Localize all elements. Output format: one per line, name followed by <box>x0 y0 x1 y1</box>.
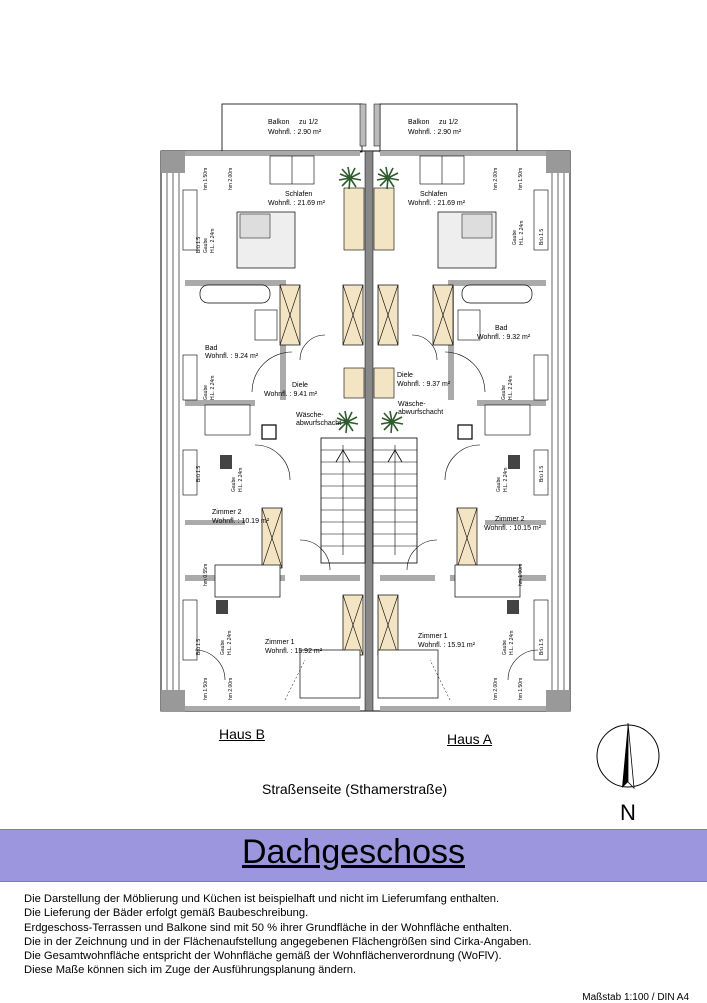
haus-a-label: Haus A <box>447 731 493 747</box>
haus-b-balcony-note: zu 1/2 <box>299 119 318 126</box>
gaube-label: Gaube <box>501 385 507 400</box>
note-line: Die in der Zeichnung und in der Flächena… <box>24 935 532 948</box>
haus-a-zimmer2-area: Wohnfl. : 10.15 m² <box>484 525 542 532</box>
note-line: Die Gesamtwohnfläche entspricht der Wohn… <box>24 950 502 963</box>
haus-b-diele-name: Diele <box>292 382 308 389</box>
headroom-label: H.L. 2.24m <box>503 468 509 492</box>
haus-b-zimmer1-name: Zimmer 1 <box>265 639 295 646</box>
haus-b-balcony-name: Balkon <box>268 119 290 126</box>
haus-a-diele-name: Diele <box>397 372 413 379</box>
gaube-label: Gaube <box>496 477 502 492</box>
scale-label: Maßstab 1:100 / DIN A4 <box>582 992 689 1003</box>
bru-label: Brü 1.5 <box>196 466 202 482</box>
headroom-label: H.L. 2.24m <box>227 631 233 655</box>
haus-b-zimmer2-name: Zimmer 2 <box>212 509 242 516</box>
haus-b-balcony-area: Wohnfl. : 2.90 m² <box>268 129 322 136</box>
balcony-haus-a <box>379 103 518 153</box>
haus-a-zimmer2-name: Zimmer 2 <box>495 516 525 523</box>
dim-label: hm 1.50m <box>203 678 209 700</box>
haus-b-schlafen-name: Schlafen <box>285 191 312 198</box>
haus-b-bad-area: Wohnfl. : 9.24 m² <box>205 353 259 360</box>
gaube-label: Gaube <box>231 477 237 492</box>
staircase-haus-b <box>320 437 366 564</box>
bru-label: Brü 1.5 <box>539 229 545 245</box>
bru-label: Brü 1.5 <box>196 237 202 253</box>
floor-title: Dachgeschoss <box>241 833 465 871</box>
haus-a-shaft: Wäsche-abwurfschacht <box>398 401 443 416</box>
haus-b-shaft: Wäsche-abwurfschacht <box>296 412 341 427</box>
haus-a-zimmer1-name: Zimmer 1 <box>418 633 448 640</box>
headroom-label: H.L. 2.24m <box>519 221 525 245</box>
dim-label: hm 1.50m <box>518 678 524 700</box>
haus-b-schlafen-area: Wohnfl. : 21.69 m² <box>268 200 326 207</box>
haus-b-label: Haus B <box>219 726 265 742</box>
street-side-label: Straßenseite (Sthamerstraße) <box>262 781 448 797</box>
haus-a-bad-name: Bad <box>495 325 508 332</box>
dim-label: hm 2.00m <box>493 678 499 700</box>
haus-b-bad-name: Bad <box>205 345 218 352</box>
haus-b-zimmer2-area: Wohnfl. : 10.19 m² <box>212 518 270 525</box>
dim-label: hm 1.00m <box>518 564 524 586</box>
dim-label: hm 1.50m <box>518 168 524 190</box>
gaube-label: Gaube <box>203 385 209 400</box>
haus-b-diele-area: Wohnfl. : 9.41 m² <box>264 391 318 398</box>
haus-a-schlafen-area: Wohnfl. : 21.69 m² <box>408 200 466 207</box>
note-line: Die Lieferung der Bäder erfolgt gemäß Ba… <box>24 907 309 920</box>
haus-a-zimmer1-area: Wohnfl. : 15.91 m² <box>418 642 476 649</box>
notes-block: Die Darstellung der Möblierung und Küche… <box>24 892 532 978</box>
dim-label: hm 0.55m <box>203 564 209 586</box>
headroom-label: H.L. 2.24m <box>509 631 515 655</box>
dim-label: hm 1.50m <box>203 168 209 190</box>
balcony-haus-b <box>221 103 363 153</box>
haus-a-bad-area: Wohnfl. : 9.32 m² <box>477 334 531 341</box>
haus-a-schlafen-name: Schlafen <box>420 191 447 198</box>
staircase-haus-a <box>372 437 418 564</box>
floor-plan: Balkon zu 1/2 Wohnfl. : 2.90 m² Schlafen… <box>160 103 660 790</box>
dim-label: hm 2.00m <box>228 678 234 700</box>
dim-label: hm 2.00m <box>228 168 234 190</box>
gaube-label: Gaube <box>220 640 226 655</box>
dim-label: hm 2.00m <box>493 168 499 190</box>
note-line: Diese Maße können sich im Zuge der Ausfü… <box>24 964 357 977</box>
title-band: Dachgeschoss <box>0 829 707 882</box>
haus-a-diele-area: Wohnfl. : 9.37 m² <box>397 381 451 388</box>
headroom-label: H.L. 2.24m <box>210 229 216 253</box>
note-line: Erdgeschoss-Terrassen und Balkone sind m… <box>24 921 512 934</box>
haus-b-zimmer1-area: Wohnfl. : 15.92 m² <box>265 648 323 655</box>
headroom-label: H.L. 2.24m <box>238 468 244 492</box>
gaube-label: Gaube <box>502 640 508 655</box>
note-line: Die Darstellung der Möblierung und Küche… <box>24 893 500 905</box>
haus-a-balcony-name: Balkon <box>408 119 430 126</box>
bru-label: Brü 1.5 <box>196 639 202 655</box>
headroom-label: H.L. 2.24m <box>210 376 216 400</box>
bru-label: Brü 1.5 <box>539 639 545 655</box>
haus-a-balcony-note: zu 1/2 <box>439 119 458 126</box>
north-label: N <box>620 800 636 825</box>
north-arrow <box>596 722 660 790</box>
haus-a-balcony-area: Wohnfl. : 2.90 m² <box>408 129 462 136</box>
gaube-label: Gaube <box>203 238 209 253</box>
bru-label: Brü 1.5 <box>539 466 545 482</box>
headroom-label: H.L. 2.24m <box>508 376 514 400</box>
gaube-label: Gaube <box>512 230 518 245</box>
party-wall <box>364 150 374 712</box>
